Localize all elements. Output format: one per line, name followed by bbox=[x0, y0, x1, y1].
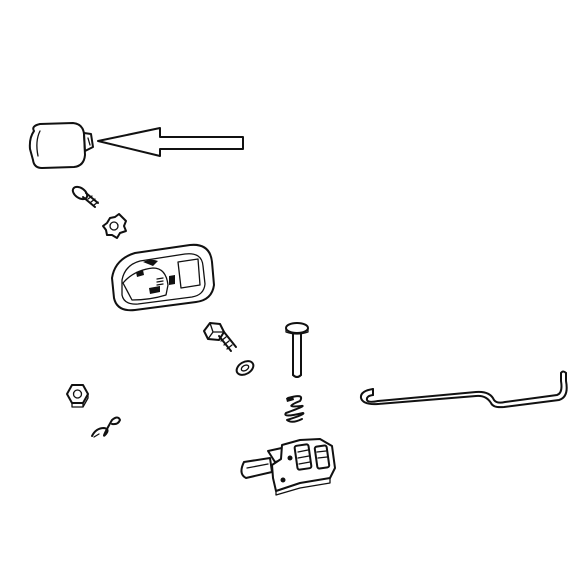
screw[interactable] bbox=[71, 184, 99, 208]
hex-nut[interactable] bbox=[66, 384, 89, 408]
indicator-arrow bbox=[97, 127, 244, 157]
coil-spring[interactable] bbox=[284, 395, 305, 423]
handle-bezel[interactable] bbox=[111, 243, 215, 312]
handle-cover-cap[interactable] bbox=[28, 122, 94, 169]
pin[interactable] bbox=[285, 322, 309, 378]
connecting-rod[interactable] bbox=[359, 370, 568, 409]
spring-clip[interactable] bbox=[91, 416, 121, 438]
flat-washer[interactable] bbox=[234, 358, 256, 377]
bolt[interactable] bbox=[203, 322, 237, 352]
latch-assembly[interactable] bbox=[240, 438, 336, 496]
lock-washer[interactable] bbox=[102, 213, 127, 239]
